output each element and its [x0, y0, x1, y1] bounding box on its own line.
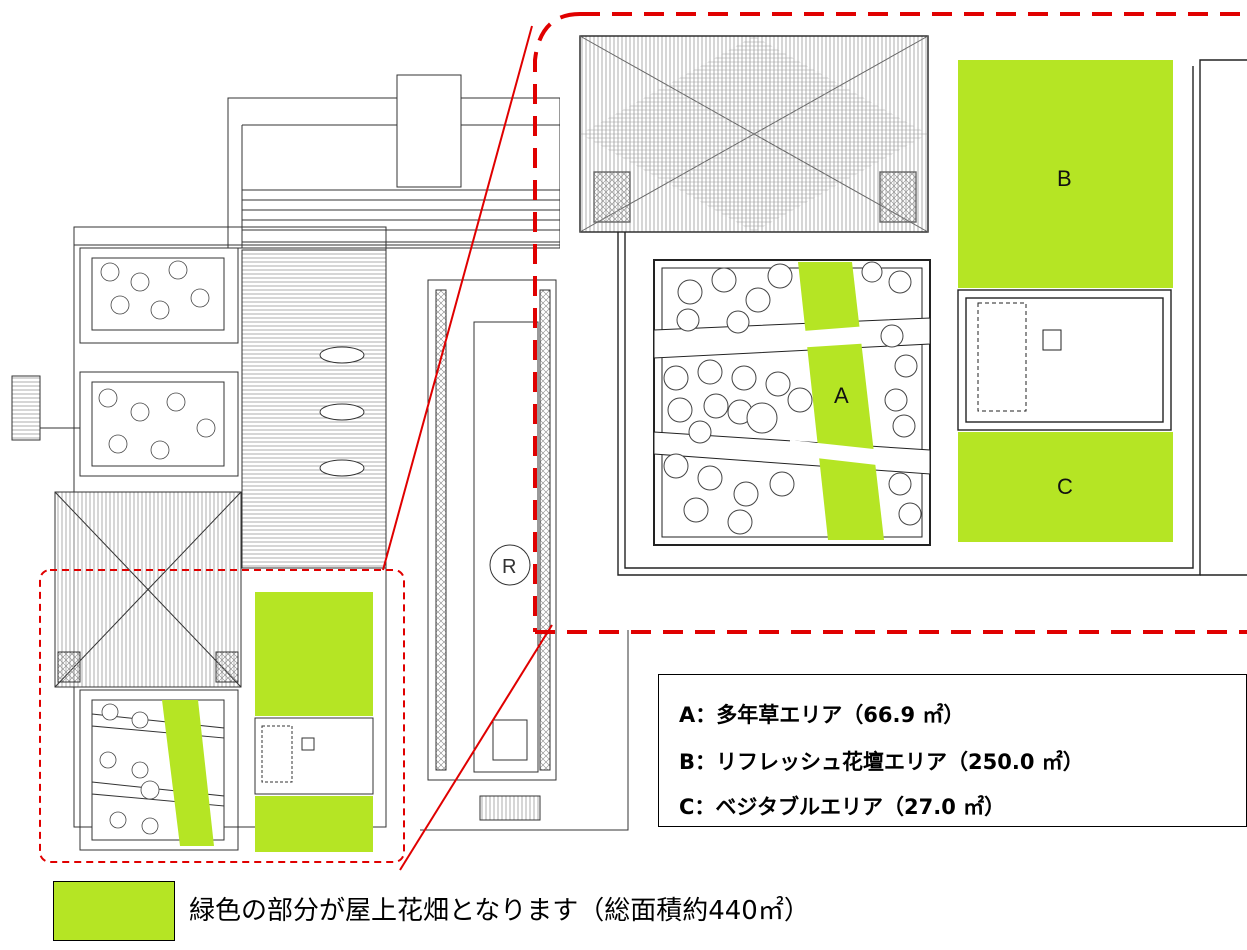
courtyard-module-1 — [79, 247, 239, 344]
connector-line-lower — [399, 624, 553, 871]
overview-machine-room — [254, 717, 374, 795]
zoom-frame — [533, 12, 1247, 634]
area-label-c: C — [1057, 474, 1073, 499]
area-label-a: A — [834, 383, 849, 408]
green-area-c — [958, 432, 1173, 542]
courtyard-module-2 — [79, 371, 239, 477]
green-area-b — [958, 60, 1173, 288]
selection-box-overview — [39, 569, 405, 863]
side-stair — [11, 375, 41, 441]
zoomed-plan — [560, 30, 1247, 630]
legend-entry-c: C：ベジタブルエリア（27.0 ㎡） — [679, 795, 1006, 819]
legend-entry-a: A：多年草エリア（66.9 ㎡） — [679, 703, 965, 727]
central-hatched-area — [241, 249, 387, 569]
courtyard-module-3 — [79, 689, 239, 851]
courtyard-module-zoomed — [653, 259, 931, 546]
legend-entry-b: B：リフレッシュ花壇エリア（250.0 ㎡） — [679, 750, 1084, 774]
heliport-mark — [489, 544, 531, 586]
overview-planting-circles — [98, 260, 216, 835]
top-tower — [396, 74, 462, 188]
zoomed-planting-circles — [663, 261, 922, 535]
connector-line-upper — [382, 25, 533, 571]
stripe-band — [241, 189, 561, 243]
overview-green-a — [162, 700, 214, 846]
green-swatch — [53, 881, 175, 941]
overview-green-c — [255, 796, 373, 852]
overview-green-b — [255, 592, 373, 716]
area-legend: A：多年草エリア（66.9 ㎡） B：リフレッシュ花壇エリア（250.0 ㎡） … — [658, 674, 1247, 827]
top-building-outline — [227, 97, 561, 249]
area-label-b: B — [1057, 166, 1072, 191]
caption: 緑色の部分が屋上花畑となります（総面積約440㎡） — [189, 896, 810, 926]
svg-text:R: R — [502, 556, 516, 578]
